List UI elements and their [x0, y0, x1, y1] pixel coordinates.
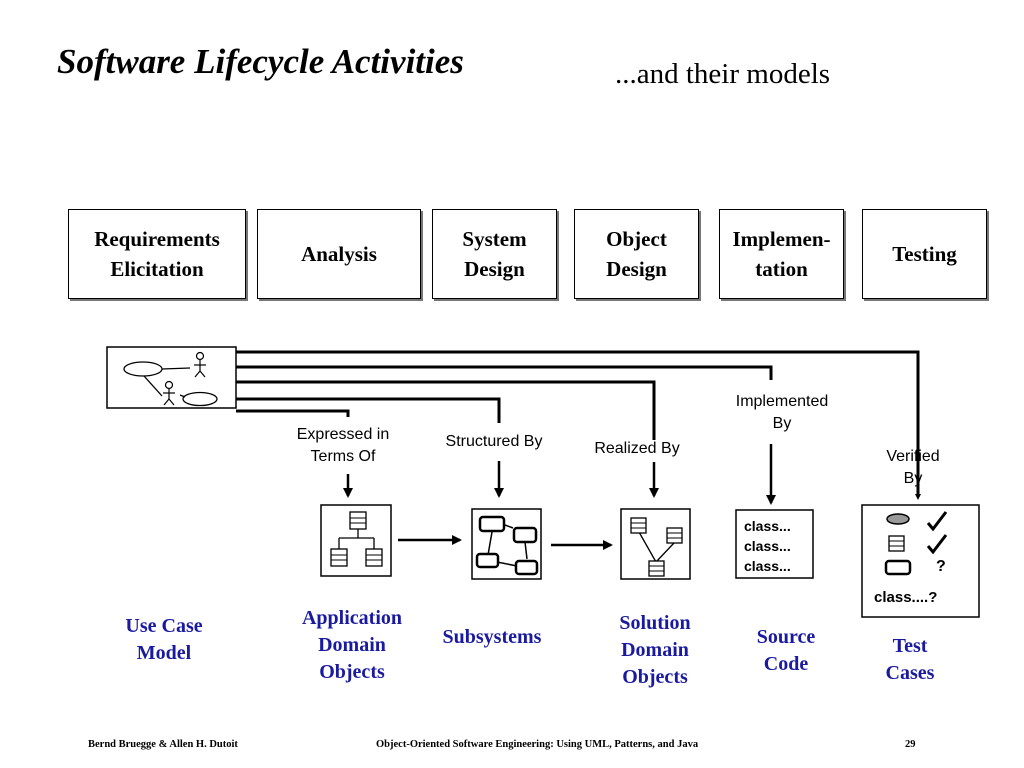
activity-label: Object Design [606, 227, 667, 281]
solution-domain-objects-icon [620, 508, 691, 580]
activity-testing: Testing [862, 209, 987, 299]
label-verified-by: Verified By [886, 448, 940, 487]
model-application-domain-objects: Application Domain Objects [301, 607, 403, 683]
activity-label: Analysis [301, 242, 377, 266]
activity-system-design: System Design [432, 209, 557, 299]
label-realized-by: Realized By [594, 440, 680, 457]
activity-object-design: Object Design [574, 209, 699, 299]
checkmark-icon [926, 511, 948, 532]
activity-implementation: Implemen- tation [719, 209, 844, 299]
relation-arrows [343, 444, 776, 505]
test-case-class-line: class....? [874, 589, 938, 606]
test-case-question: ? [936, 558, 946, 575]
activity-label: Requirements Elicitation [94, 227, 220, 281]
checkmark-icon [926, 534, 948, 555]
arrow-verified-head [915, 494, 921, 500]
activity-requirements-elicitation: Requirements Elicitation [68, 209, 246, 299]
source-code-box [735, 509, 814, 579]
source-code-lines: class... class... class... [744, 518, 791, 574]
label-expressed-in-terms-of: Expressed in Terms Of [296, 426, 390, 465]
slide-subtitle: ...and their models [615, 58, 831, 90]
footer-book-title: Object-Oriented Software Engineering: Us… [376, 739, 699, 750]
activity-label: Testing [892, 242, 957, 266]
connector-to-application-domain [236, 409, 350, 417]
model-source-code: Source Code [756, 626, 816, 675]
model-subsystems: Subsystems [442, 626, 542, 648]
activity-label: System Design [462, 227, 527, 281]
label-structured-by: Structured By [445, 433, 543, 450]
use-case-model-icon [106, 346, 237, 409]
connector-to-source-code [236, 365, 773, 380]
model-use-case: Use Case Model [125, 615, 203, 664]
connector-to-solution-domain [236, 380, 656, 440]
connector-to-subsystems [236, 397, 501, 423]
application-domain-objects-icon [320, 504, 392, 577]
connector-to-test-cases [236, 350, 920, 497]
model-solution-domain-objects: Solution Domain Objects [619, 612, 691, 688]
label-implemented-by: Implemented By [735, 393, 829, 432]
model-test-cases: Test Cases [885, 635, 935, 684]
activity-label: Implemen- tation [732, 227, 831, 281]
test-cases-icon [861, 504, 980, 618]
subsystems-icon [471, 508, 542, 580]
footer-page-number: 29 [905, 739, 916, 750]
activity-analysis: Analysis [257, 209, 421, 299]
footer-authors: Bernd Bruegge & Allen H. Dutoit [88, 739, 238, 750]
connector-lines [236, 350, 920, 497]
slide-title: Software Lifecycle Activities [57, 42, 464, 81]
